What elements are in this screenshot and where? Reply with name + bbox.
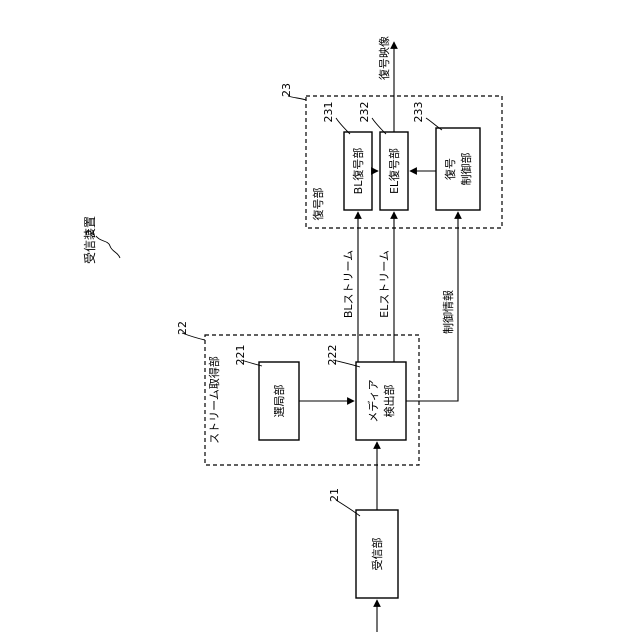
el-decoder-leader: [372, 118, 386, 134]
decode-control-line1: 復号: [444, 158, 457, 180]
receiver-number: 21: [328, 488, 341, 502]
el-decoder-number: 232: [358, 102, 371, 123]
tuner-number: 221: [234, 345, 247, 366]
stream-acquisition-label: ストリーム取得部: [207, 356, 221, 444]
decode-control-box: [436, 128, 480, 210]
control-info-label: 制御情報: [441, 290, 455, 334]
decode-control-leader: [426, 118, 442, 130]
el-stream-label: ELストリーム: [378, 250, 391, 318]
media-detector-line2: 検出部: [382, 385, 396, 418]
decode-control-number: 233: [412, 102, 425, 123]
device-title: 受信装置: [83, 216, 97, 264]
device-label: 2 受信装置: [83, 216, 120, 264]
bl-decoder-label: BL復号部: [351, 148, 365, 195]
bl-stream-label: BLストリーム: [342, 250, 355, 318]
device-leader: [96, 236, 120, 258]
tuner-label: 選局部: [272, 385, 286, 418]
receiver-label: 受信部: [370, 538, 384, 571]
el-decoder-label: EL復号部: [387, 148, 401, 194]
stream-acquisition-leader: [182, 333, 205, 340]
decoded-video-label: 復号映像: [378, 36, 391, 80]
bl-decoder-leader: [336, 118, 350, 134]
media-detector-line1: メディア: [366, 379, 380, 422]
bl-decoder-number: 231: [322, 102, 335, 123]
decode-control-line2: 制御部: [459, 153, 473, 186]
media-detector-number: 222: [326, 345, 339, 366]
media-detector-box: [356, 362, 406, 440]
decoder-leader: [288, 96, 306, 100]
receiver-leader: [336, 500, 360, 516]
decoder-label: 復号部: [311, 188, 325, 221]
decoder-number: 23: [280, 83, 293, 97]
